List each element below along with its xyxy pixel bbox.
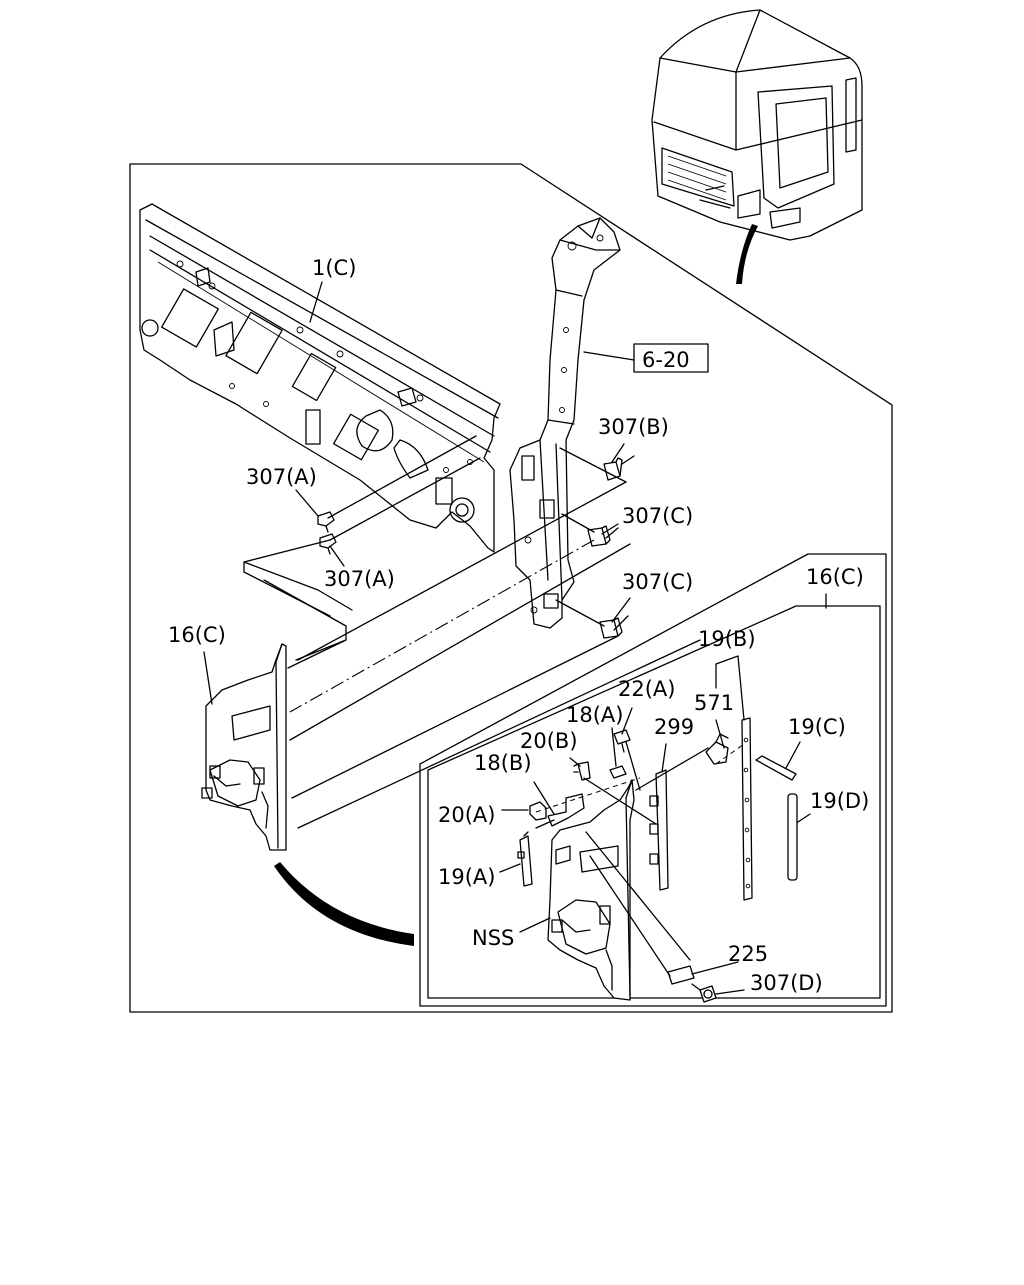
clip-307d [699, 985, 717, 1003]
label-20a: 20(A) [438, 803, 495, 827]
bracket-18b [547, 793, 585, 827]
seal-18a [609, 765, 627, 779]
label-19a: 19(A) [438, 865, 495, 889]
label-18b: 18(B) [474, 751, 532, 775]
assembly-lines [243, 435, 701, 829]
label-nss: NSS [472, 926, 514, 950]
strip-19c [755, 755, 797, 781]
label-22a: 22(A) [618, 677, 675, 701]
strip-19a [517, 831, 533, 887]
clip-307a-1 [317, 511, 335, 533]
label-20b: 20(B) [520, 729, 578, 753]
label-18a: 18(A) [566, 703, 623, 727]
clip-307c-1 [587, 525, 611, 547]
cowl-panel-1c [139, 203, 501, 553]
clip-20b [573, 761, 591, 781]
label-19b: 19(B) [698, 627, 756, 651]
ref-6-20-box [633, 343, 709, 373]
corner-panel-16c [201, 643, 287, 851]
label-6-20: 6-20 [642, 348, 690, 372]
label-307b: 307(B) [598, 415, 669, 439]
bolt-22a [613, 729, 631, 753]
label-1c: 1(C) [312, 256, 356, 280]
detail-pointer [274, 862, 414, 946]
bracket-299 [649, 769, 669, 891]
truck-cab-illustration [651, 9, 863, 284]
label-307d: 307(D) [750, 971, 823, 995]
label-307c-top: 307(C) [622, 504, 693, 528]
label-16c-left: 16(C) [168, 623, 226, 647]
label-19d: 19(D) [810, 789, 869, 813]
label-571: 571 [694, 691, 734, 715]
clip-307b [603, 457, 623, 481]
inset-frame-inner [427, 605, 881, 999]
label-307c-bottom: 307(C) [622, 570, 693, 594]
label-19c: 19(C) [788, 715, 846, 739]
inset-assembly-lines [535, 741, 745, 991]
label-307a-top: 307(A) [246, 465, 317, 489]
strip-19d [787, 793, 798, 881]
inset-frame-outer [419, 553, 887, 1007]
label-225: 225 [728, 942, 768, 966]
pillar-6-20 [509, 217, 621, 629]
label-307a-bottom: 307(A) [324, 567, 395, 591]
clip-571 [705, 733, 729, 765]
strip-19b [741, 717, 753, 901]
label-299: 299 [654, 715, 694, 739]
leader-lines [203, 281, 827, 995]
callout-labels: 1(C) 6-20 307(B) 307(A) 307(C) 307(A) 16… [168, 256, 869, 995]
diagram-frame [129, 163, 893, 1013]
corner-panel-nss [547, 779, 635, 1001]
clip-307c-2 [599, 617, 623, 639]
label-16c-inset: 16(C) [806, 565, 864, 589]
bracket-225 [667, 965, 695, 985]
